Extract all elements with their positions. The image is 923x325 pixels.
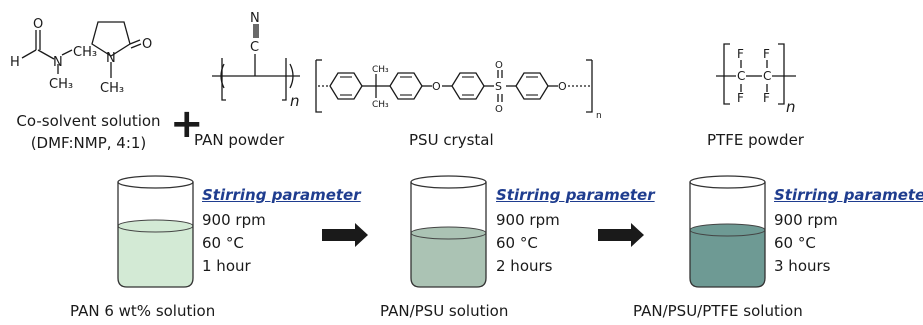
cosolvent-label-2: (DMF:NMP, 4:1) (30, 134, 147, 152)
step2-temp: 60 °C (496, 234, 538, 252)
step1-time: 1 hour (202, 257, 251, 275)
step3-solution-label: PAN/PSU/PTFE solution (633, 302, 803, 320)
psu-bracket (315, 60, 322, 113)
step2-speed: 900 rpm (496, 211, 560, 229)
arrow-1 (322, 223, 368, 247)
dmf-bond (21, 49, 37, 59)
step2-solution-label: PAN/PSU solution (380, 302, 509, 320)
dmf-ch3-a: CH₃ (73, 45, 97, 60)
arrow-2 (598, 223, 644, 247)
ptfe-f2: F (763, 47, 770, 61)
beaker-3 (689, 175, 766, 288)
beaker-1 (117, 175, 194, 288)
step1-solution-label: PAN 6 wt% solution (70, 302, 216, 320)
step2-param-title: Stirring parameter (496, 186, 655, 204)
pan-subscript: n (290, 92, 300, 110)
psu-o-bot: O (495, 104, 503, 115)
psu-ch3-top: CH₃ (372, 65, 389, 75)
step3-speed: 900 rpm (774, 211, 838, 229)
psu-o1-atom: O (432, 80, 441, 93)
dmf-ch3-b: CH₃ (49, 77, 73, 92)
nmp-ring (91, 21, 131, 57)
ptfe-subscript: n (786, 98, 796, 116)
pan-n-atom: N (250, 11, 260, 26)
psu-ch3-bot: CH₃ (372, 100, 389, 110)
ptfe-c2: C (763, 69, 771, 83)
step3-time: 3 hours (774, 257, 831, 275)
plus-sign: + (170, 101, 204, 147)
dmf-h-atom: H (10, 55, 20, 70)
pan-c-atom: C (250, 40, 259, 55)
nmp-n-atom: N (106, 51, 116, 66)
ptfe-c1: C (737, 69, 745, 83)
process-arrows (322, 223, 644, 247)
nmp-ch3: CH₃ (100, 81, 124, 96)
ptfe-f1: F (737, 47, 744, 61)
ptfe-f4: F (763, 91, 770, 105)
nmp-o-atom: O (142, 37, 152, 52)
dmf-n-atom: N (53, 55, 63, 70)
step1-temp: 60 °C (202, 234, 244, 252)
ptfe-f3: F (737, 91, 744, 105)
beaker-2 (410, 175, 487, 288)
psu-subscript: n (596, 111, 602, 121)
step2-time: 2 hours (496, 257, 553, 275)
process-beakers (117, 175, 766, 288)
psu-crystal-label: PSU crystal (409, 131, 494, 149)
step3-param-title: Stirring parameter (774, 186, 923, 204)
pan-powder-label: PAN powder (194, 131, 285, 149)
dmf-o-atom: O (33, 17, 43, 32)
psu-o-top: O (495, 60, 503, 71)
step1-param-title: Stirring parameter (202, 186, 361, 204)
psu-s-atom: S (495, 80, 502, 93)
ptfe-powder-label: PTFE powder (707, 131, 804, 149)
step1-speed: 900 rpm (202, 211, 266, 229)
cosolvent-label-1: Co-solvent solution (16, 112, 161, 130)
psu-o2-atom: O (558, 80, 567, 93)
chemical-structures: O H N CH₃ CH₃ O N CH₃ N C n CH₃ CH₃ O S … (10, 11, 796, 121)
step3-temp: 60 °C (774, 234, 816, 252)
